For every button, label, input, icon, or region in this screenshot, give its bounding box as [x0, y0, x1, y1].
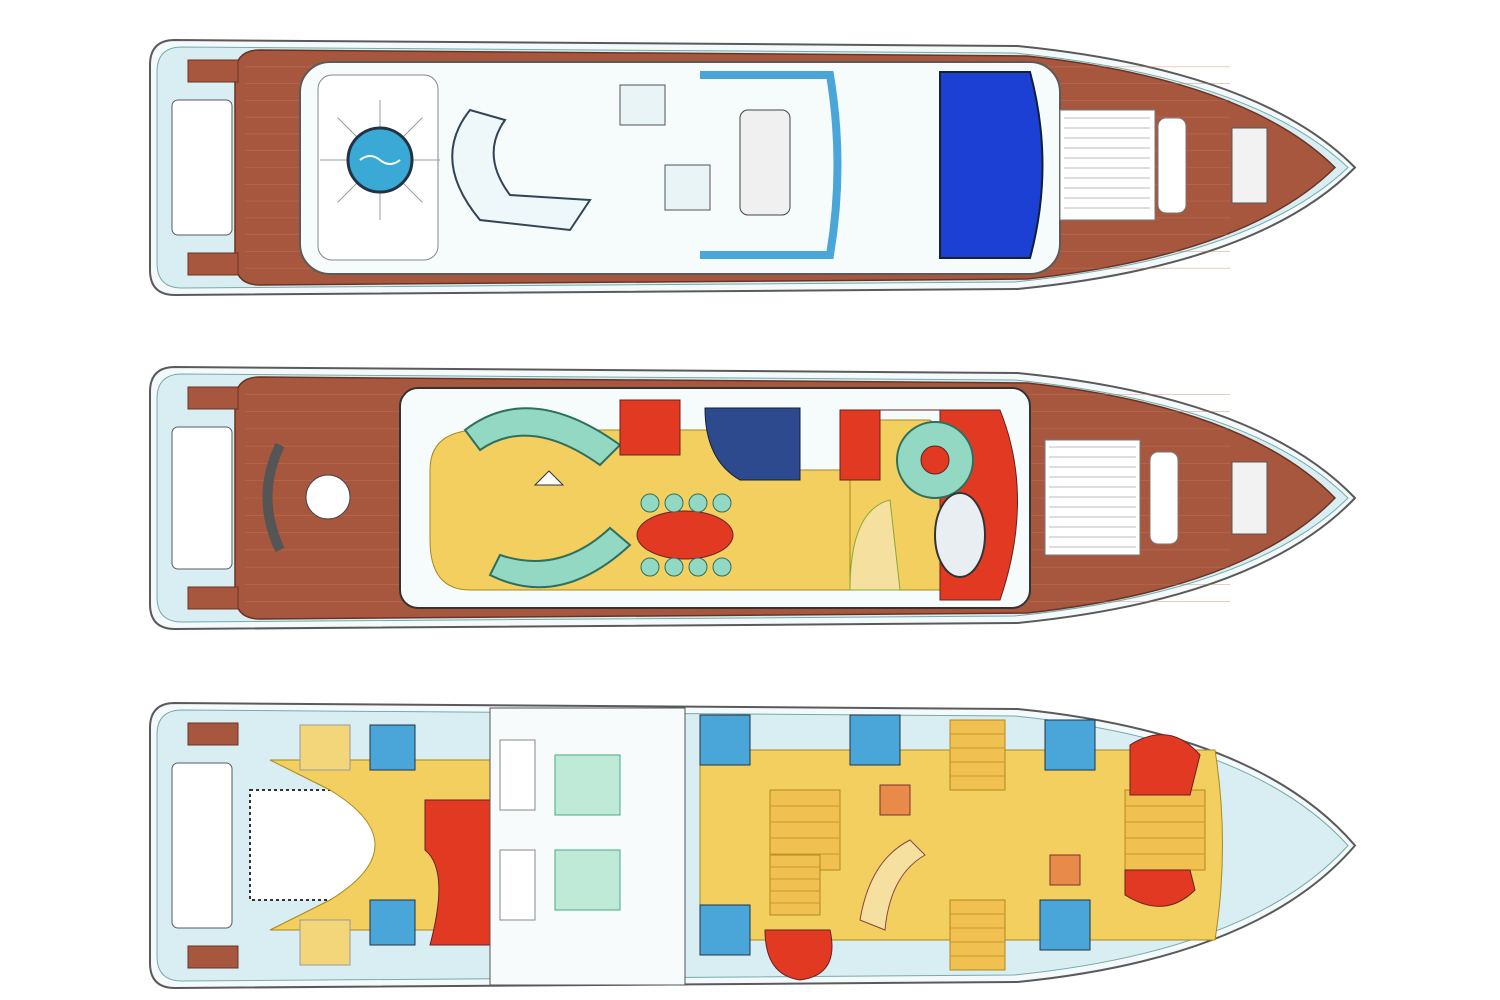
ensuite-bathroom [1039, 899, 1091, 951]
dining-chair [688, 493, 708, 513]
spiral-staircase [849, 499, 901, 591]
galley-unit [704, 407, 801, 481]
staircase [859, 839, 926, 931]
aft-deck-table [305, 474, 351, 520]
stern-steps-bottom [187, 252, 239, 276]
swim-platform [171, 99, 233, 236]
crew-head [369, 724, 416, 771]
cabin-bed [949, 899, 1006, 971]
wheelhouse-console [839, 409, 881, 481]
windscreen [939, 71, 1044, 259]
generator [499, 739, 536, 811]
master-cabin-cabinet [1129, 734, 1201, 796]
anchor-winch [1231, 127, 1268, 204]
crew-mess [424, 799, 491, 946]
deck-main [149, 365, 1357, 631]
ensuite-bathroom [699, 714, 751, 766]
engine-port [554, 754, 621, 816]
water-wave-icon [359, 155, 401, 165]
dining-chair [664, 557, 684, 577]
cabin-cabinet [764, 929, 833, 981]
ensuite-bathroom [699, 904, 751, 956]
bar-counter [619, 399, 681, 456]
deck-lower [149, 701, 1357, 990]
cabin-bed [949, 719, 1006, 791]
cabin-bed [769, 854, 821, 916]
master-cabin-cabinet [1124, 869, 1196, 907]
coffee-table [533, 470, 565, 486]
stern-steps-bottom [187, 586, 239, 610]
wheelhouse-table [920, 445, 950, 475]
dining-chair [688, 557, 708, 577]
dining-table [636, 510, 734, 560]
swim-platform [171, 762, 233, 929]
sofa-bottom [488, 526, 632, 589]
stern-steps-top [187, 59, 239, 83]
cabin-bed [1124, 789, 1206, 871]
helm-seat [934, 492, 986, 578]
bar-seating [451, 108, 592, 232]
helm-station [739, 109, 791, 216]
dining-chair [712, 493, 732, 513]
cabin-wardrobe [879, 784, 911, 816]
dining-chair [664, 493, 684, 513]
anchor-winch [1231, 461, 1268, 535]
helm-console [700, 71, 842, 259]
dining-chair [640, 493, 660, 513]
stern-steps-top [187, 386, 239, 410]
helm-seat-bottom [664, 164, 711, 211]
tender-garage [249, 789, 391, 901]
crew-head [369, 899, 416, 946]
ensuite-bathroom [849, 714, 901, 766]
dining-chair [712, 557, 732, 577]
bow-cushion [1149, 451, 1179, 545]
aft-sofa [262, 442, 285, 553]
bow-sunpad [1059, 109, 1156, 221]
swim-platform [171, 426, 233, 570]
generator [499, 849, 536, 921]
helm-seat-top [619, 84, 666, 126]
dining-chair [640, 557, 660, 577]
deck-flybridge [149, 38, 1357, 297]
stern-steps-bottom [187, 945, 239, 969]
crew-bunk [299, 919, 351, 966]
engine-starboard [554, 849, 621, 911]
cabin-wardrobe [1049, 854, 1081, 886]
bow-cushion [1157, 117, 1187, 214]
ensuite-bathroom [1044, 719, 1096, 771]
crew-bunk [299, 724, 351, 771]
stern-steps-top [187, 722, 239, 746]
